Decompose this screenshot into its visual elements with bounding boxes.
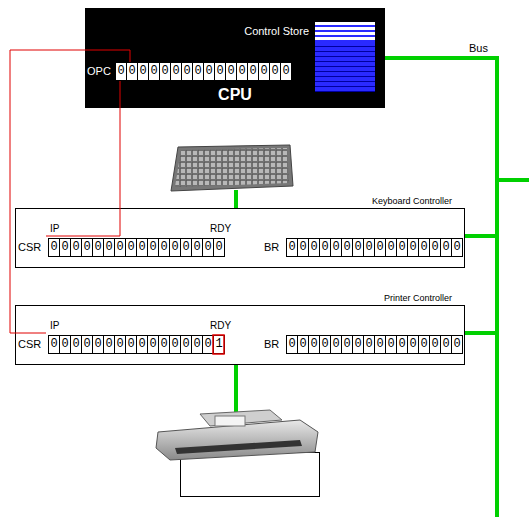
store-label: Control Store (244, 25, 309, 37)
register-name: OPC (87, 65, 111, 77)
br-register: BR0000000000000000 (286, 335, 463, 354)
printer-top (200, 410, 282, 426)
csr-register: IPRDYCSR0000000000000001 (46, 319, 226, 355)
keyboard-keys (175, 148, 289, 187)
controller-box: Printer ControllerIPRDYCSR00000000000000… (15, 305, 465, 365)
bus-connector (385, 58, 497, 333)
bus-line (495, 58, 499, 517)
printer-slot (175, 440, 302, 454)
printer-cable (234, 365, 238, 412)
controller-box: Keyboard ControllerIPRDYCSR0000000000000… (15, 208, 465, 268)
register-bits: 0000000000000000 (48, 238, 225, 257)
bit-label: RDY (210, 223, 231, 234)
bit-label: IP (50, 223, 59, 234)
csr-register: IPRDYCSR0000000000000000 (46, 222, 226, 258)
register-name: CSR (18, 241, 41, 253)
keyboard-cable (234, 190, 238, 208)
bit-label: IP (50, 320, 59, 331)
opc-register: OPC0000000000000000 (115, 62, 292, 81)
printer-body (156, 420, 318, 460)
register-bits: 0000000000000000 (286, 335, 463, 354)
bus-branch (497, 178, 529, 182)
br-register: BR0000000000000000 (286, 238, 463, 257)
register-name: BR (264, 241, 279, 253)
register-bits: 0000000000000001 (48, 335, 225, 354)
controller-label: Keyboard Controller (372, 197, 452, 207)
bus-label: Bus (469, 42, 488, 54)
paper-outline (181, 453, 320, 497)
control-store: Control Store (315, 22, 375, 92)
register-name: CSR (18, 338, 41, 350)
keyboard-body (171, 145, 293, 191)
bit-label: RDY (210, 320, 231, 331)
register-name: BR (264, 338, 279, 350)
cpu-box: CPUControl StoreOPC0000000000000000 (85, 8, 385, 108)
printer-panel (215, 416, 245, 426)
controller-label: Printer Controller (384, 294, 452, 304)
register-bits: 0000000000000000 (286, 238, 463, 257)
register-bits: 0000000000000000 (115, 62, 292, 81)
